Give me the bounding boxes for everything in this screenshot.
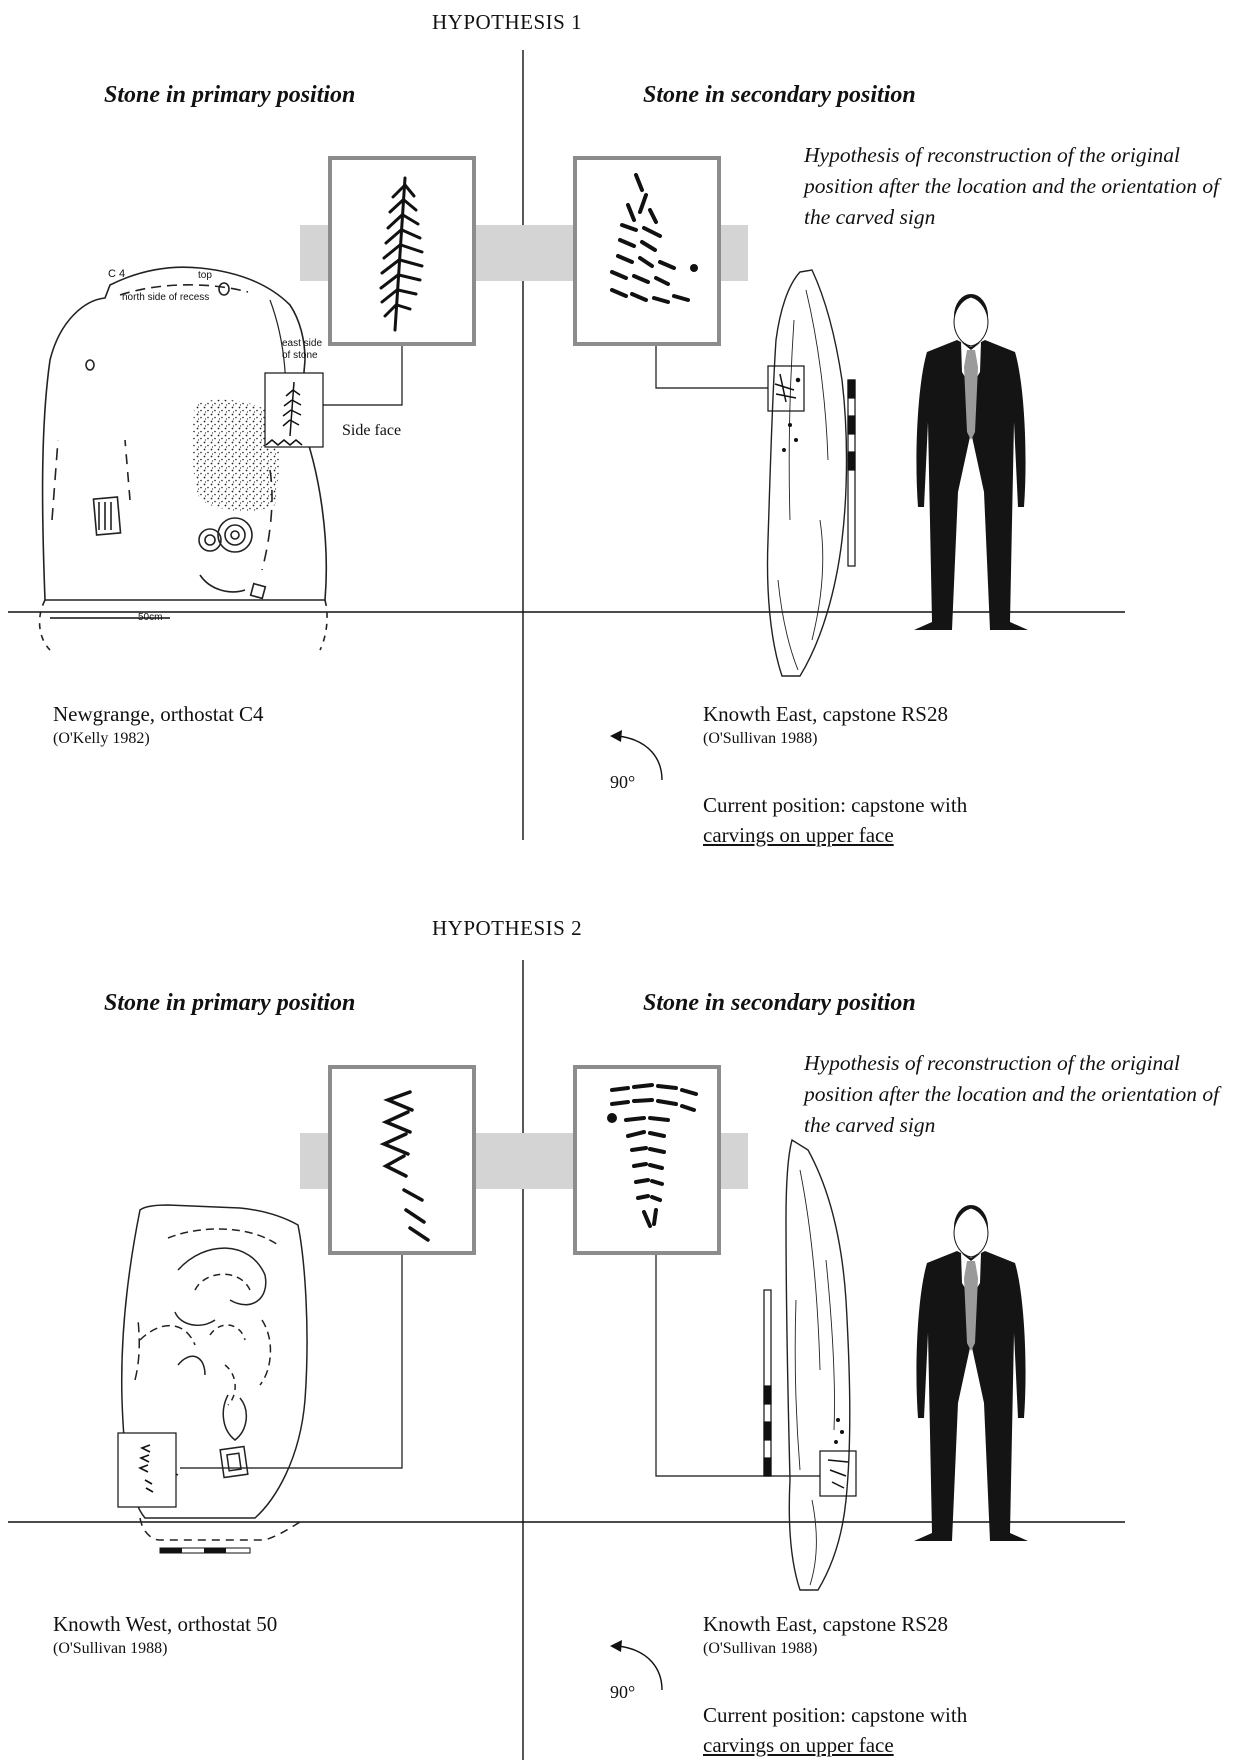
- rotated-sign: [610, 173, 698, 304]
- human-silhouette-2: [914, 1205, 1028, 1541]
- rs28-sign-box-2: [819, 1450, 857, 1497]
- rotation-arrowhead-2: [610, 1640, 622, 1652]
- newgrange-c4-stone: [38, 266, 328, 651]
- c4-scale-label: 50cm: [138, 612, 163, 623]
- left-caption-h2: Knowth West, orthostat 50: [53, 1612, 278, 1636]
- rs28-sign-box: [767, 365, 805, 412]
- rotation-degrees-h1: 90°: [610, 772, 636, 792]
- current-position-h2: Current position: capstone with carvings…: [703, 1700, 967, 1760]
- leader-orthostat-50: [180, 1255, 403, 1469]
- secondary-position-heading: Stone in secondary position: [643, 82, 916, 108]
- orthostat-50-scale-bar: [159, 1547, 251, 1554]
- orthostat-50-sign-box: [117, 1432, 177, 1508]
- current-position-line2-2: carvings on upper face: [703, 1733, 894, 1757]
- secondary-position-heading-2: Stone in secondary position: [643, 990, 916, 1016]
- current-position-h1: Current position: capstone with carvings…: [703, 790, 967, 850]
- primary-sign-frame-2: [328, 1065, 476, 1255]
- side-face-label: Side face: [342, 422, 402, 439]
- rotation-arrowhead: [610, 730, 622, 742]
- rotation-arrow-2: [617, 1645, 663, 1691]
- right-reference-h1: (O'Sullivan 1988): [703, 730, 818, 747]
- current-position-line1: Current position: capstone with: [703, 793, 968, 817]
- primary-position-heading-2: Stone in primary position: [104, 990, 356, 1016]
- c4-stone-id: C 4: [108, 268, 126, 280]
- c4-east-side-label-1: east side: [282, 338, 323, 349]
- rotation-arrow: [617, 735, 663, 781]
- c4-east-side-label-2: of stone: [282, 350, 318, 361]
- human-silhouette: [914, 294, 1028, 630]
- hypothesis-1-drawing: [8, 50, 1125, 840]
- right-reference-h2: (O'Sullivan 1988): [703, 1640, 818, 1657]
- secondary-sign-frame: [573, 156, 721, 346]
- c4-top-label: top: [198, 270, 212, 281]
- rs28-mini-sign-2: [827, 1417, 849, 1489]
- rs28-mini-sign: [774, 373, 801, 452]
- c4-north-side-label: north side of recess: [122, 292, 210, 303]
- measuring-rod-2: [763, 1289, 772, 1477]
- left-caption-h1: Newgrange, orthostat C4: [53, 702, 264, 726]
- rotated-sign-2: [607, 1083, 698, 1228]
- measuring-rod: [847, 379, 856, 567]
- hypothesis-1-title: HYPOTHESIS 1: [432, 10, 583, 34]
- right-caption-h1: Knowth East, capstone RS28: [703, 702, 948, 726]
- current-position-line2: carvings on upper face: [703, 823, 894, 847]
- knowth-rs28-stone: [766, 269, 848, 677]
- side-face-mini-sign: [265, 381, 303, 446]
- orthostat-50-mini-sign: [138, 1444, 154, 1493]
- hypothesis-2-title: HYPOTHESIS 2: [432, 916, 583, 940]
- hypothesis-2-drawing: [8, 960, 1125, 1760]
- reconstruction-note: Hypothesis of reconstruction of the orig…: [804, 143, 1220, 229]
- stippled-recess: [192, 399, 280, 512]
- knowth-rs28-stone-2: [785, 1138, 851, 1591]
- leader-side-face: [322, 346, 403, 406]
- current-position-line1-2: Current position: capstone with: [703, 1703, 968, 1727]
- chevron-sign: [379, 1090, 430, 1242]
- reconstruction-note-2: Hypothesis of reconstruction of the orig…: [804, 1051, 1220, 1137]
- rotation-degrees-h2: 90°: [610, 1682, 636, 1702]
- herringbone-sign: [379, 176, 424, 332]
- left-reference-h1: (O'Kelly 1982): [53, 730, 150, 747]
- primary-position-heading: Stone in primary position: [104, 82, 356, 108]
- right-caption-h2: Knowth East, capstone RS28: [703, 1612, 948, 1636]
- leader-capstone: [655, 346, 768, 389]
- left-reference-h2: (O'Sullivan 1988): [53, 1640, 168, 1657]
